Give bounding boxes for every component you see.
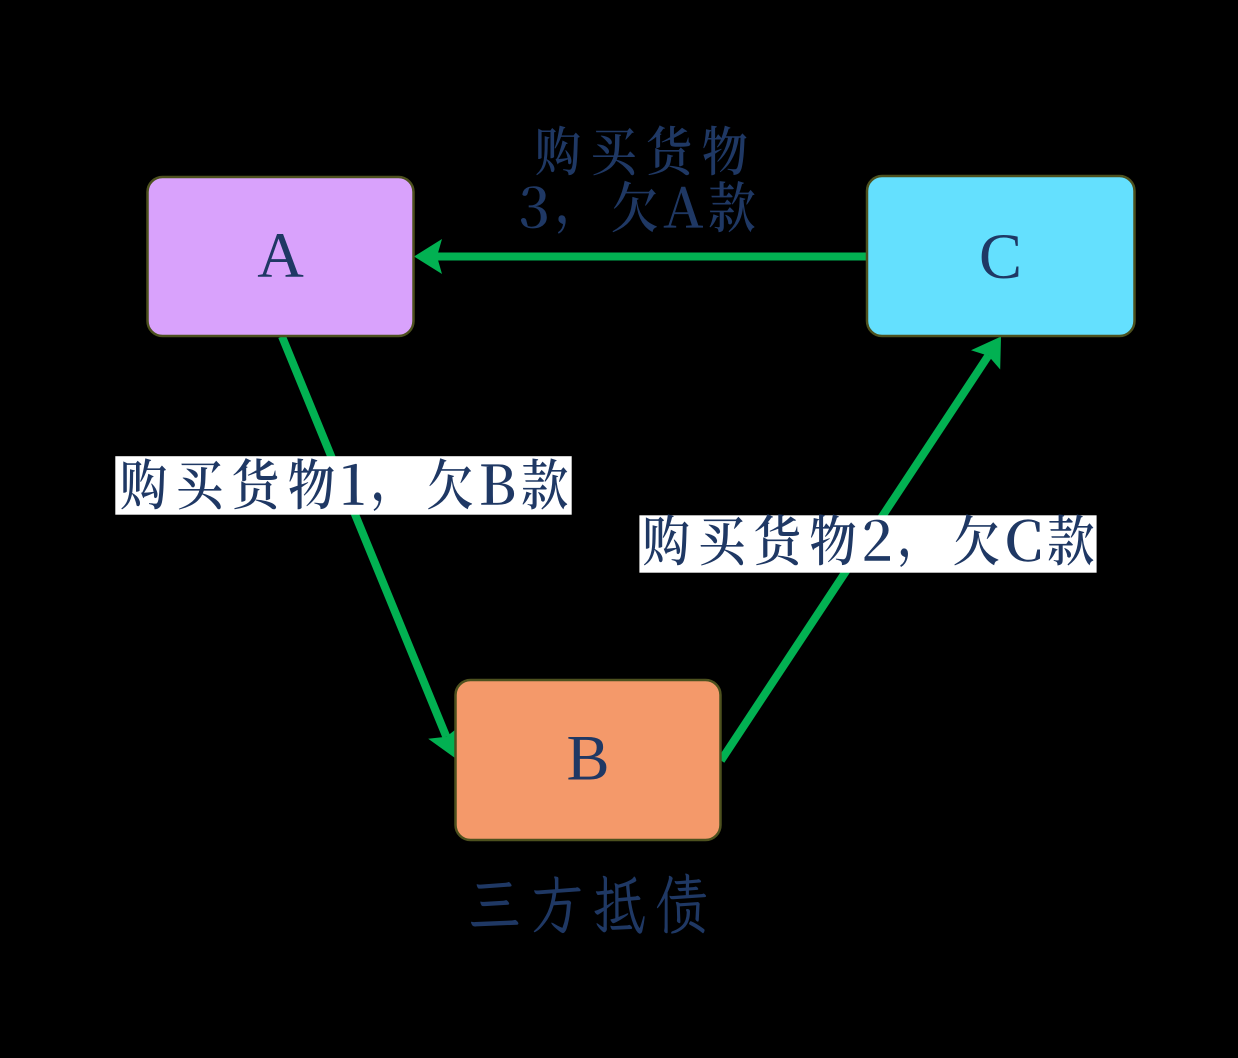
svg-text:A: A [257, 220, 304, 291]
svg-text:B: B [566, 723, 609, 794]
svg-text:C: C [979, 221, 1022, 292]
